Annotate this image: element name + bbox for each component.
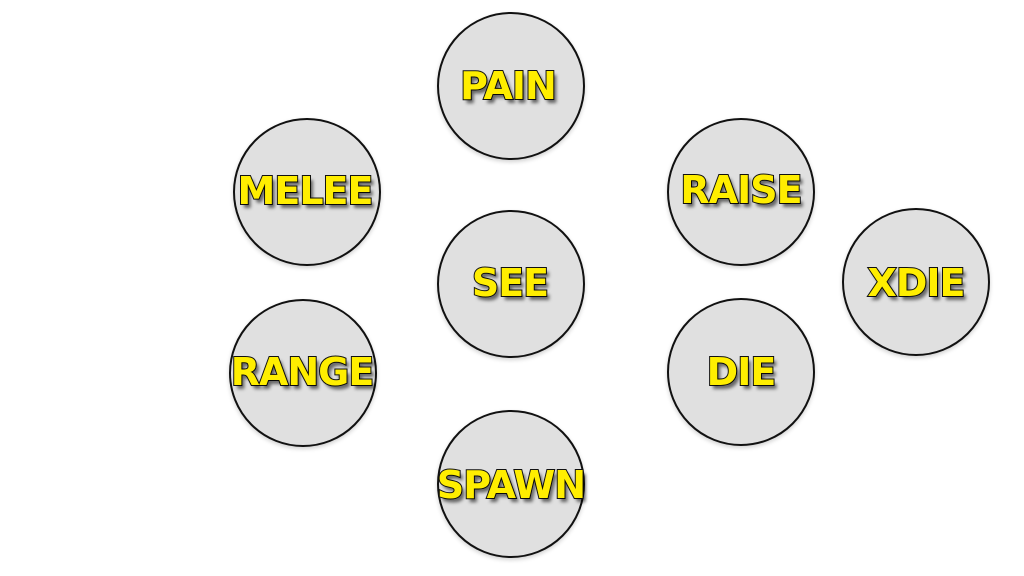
state-node-see (437, 210, 585, 358)
state-label-range: RANGE (230, 350, 376, 394)
state-label-raise: RAISE (679, 168, 803, 212)
state-node-pain (437, 12, 585, 160)
state-node-raise (667, 118, 815, 266)
state-label-melee: MELEE (237, 169, 375, 213)
state-label-xdie: XDIE (867, 261, 967, 305)
state-node-range (229, 299, 377, 447)
state-node-melee (233, 118, 381, 266)
state-node-spawn (437, 410, 585, 558)
state-label-die: DIE (706, 350, 778, 394)
state-label-see: SEE (471, 261, 550, 305)
state-node-die (667, 298, 815, 446)
state-label-pain: PAIN (459, 64, 558, 108)
state-label-spawn: SPAWN (436, 463, 587, 507)
state-node-xdie (842, 208, 990, 356)
